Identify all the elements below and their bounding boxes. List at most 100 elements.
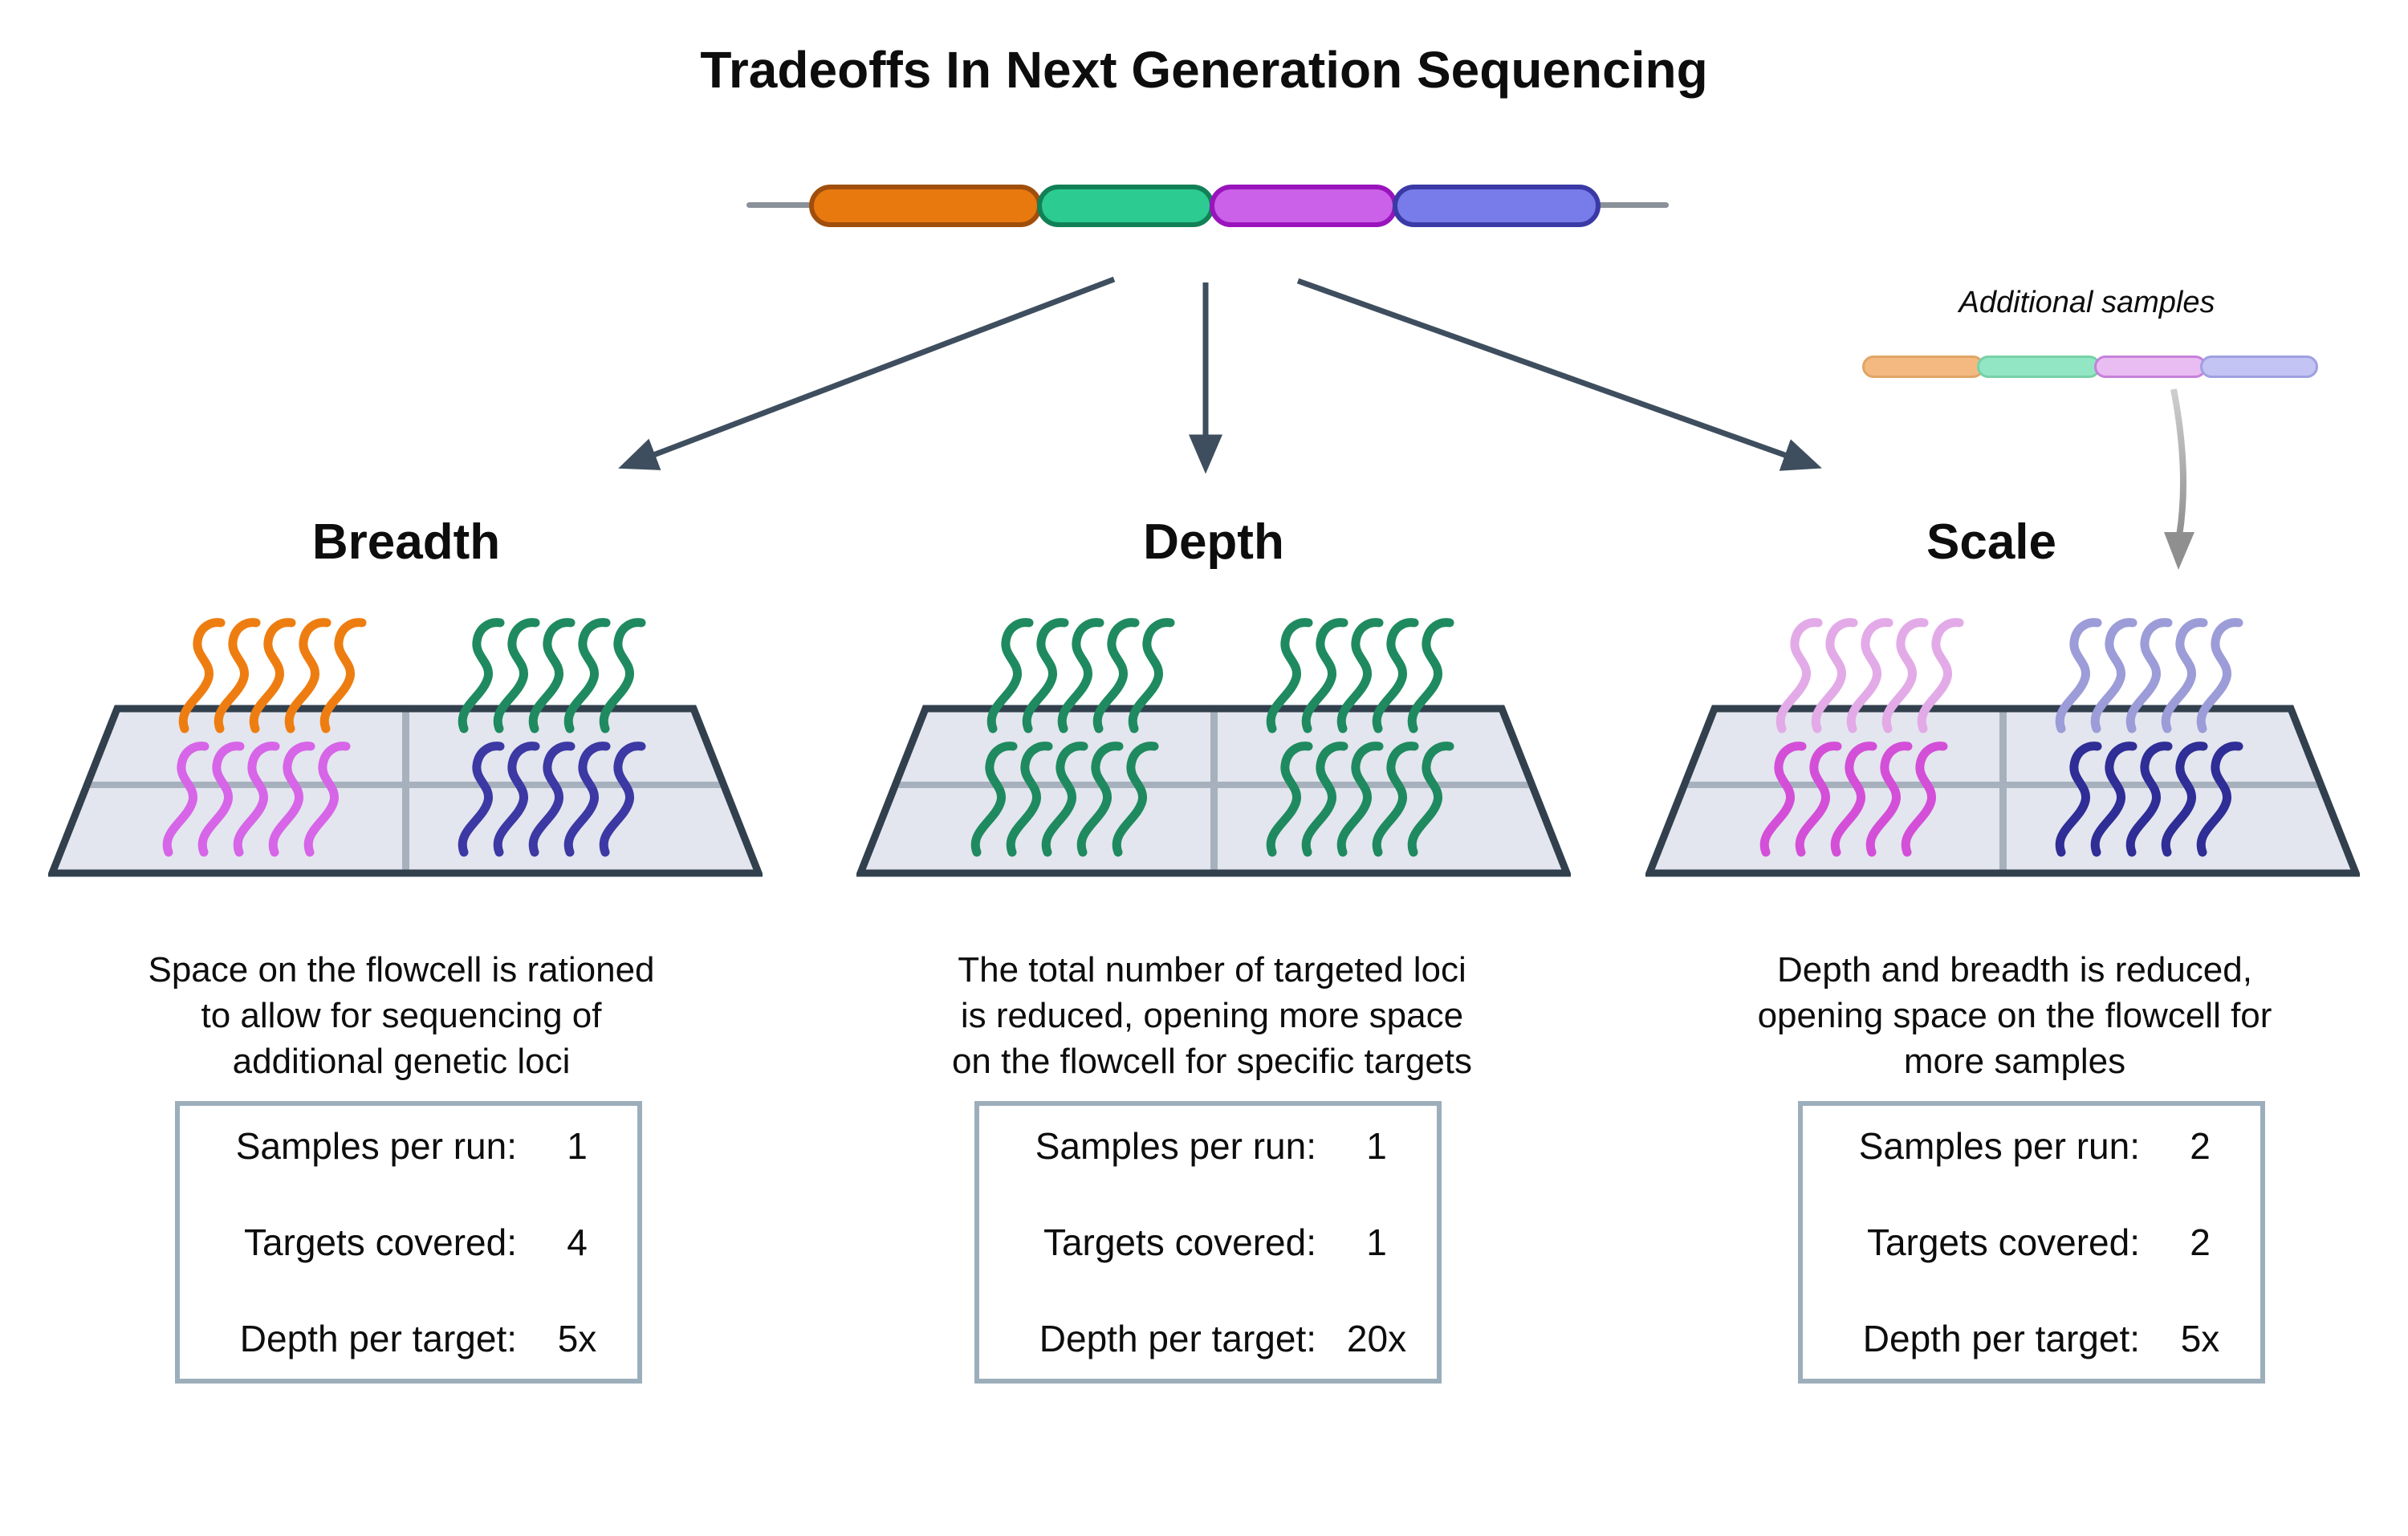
description-line: Depth and breadth is reduced, bbox=[1777, 950, 2252, 989]
dna-strand-icon bbox=[1830, 742, 1877, 857]
dna-strand-icon bbox=[1917, 618, 1964, 733]
dna-strand-icon bbox=[1266, 742, 1313, 857]
dna-strand-icon bbox=[563, 742, 611, 857]
dna-strand-icon bbox=[1057, 618, 1104, 733]
stat-label: Depth per target: bbox=[1039, 1318, 1316, 1359]
stat-row: Samples per run: 2 bbox=[1803, 1124, 2260, 1168]
dna-strand-icon bbox=[493, 742, 540, 857]
stat-row: Samples per run: 1 bbox=[180, 1124, 637, 1168]
additional-samples-label: Additional samples bbox=[1959, 286, 2215, 319]
stat-row: Targets covered: 2 bbox=[1803, 1221, 2260, 1264]
stat-row: Depth per target: 5x bbox=[1803, 1317, 2260, 1360]
sample2-segment-pink-icon bbox=[2094, 356, 2207, 378]
dna-strand-icon bbox=[1407, 618, 1454, 733]
dna-strand-icon bbox=[2090, 742, 2138, 857]
strand-group-breadth-bottom-left bbox=[161, 738, 353, 857]
strand-group-depth-top-left bbox=[985, 615, 1178, 733]
strand-group-breadth-bottom-right bbox=[456, 738, 649, 857]
sample2-segment-periwinkle-icon bbox=[2200, 356, 2318, 378]
dna-strand-icon bbox=[563, 618, 611, 733]
stat-row: Targets covered: 4 bbox=[180, 1221, 637, 1264]
strand-group-depth-bottom-right bbox=[1264, 738, 1457, 857]
strand-group-depth-top-right bbox=[1264, 615, 1457, 733]
stat-label: Targets covered: bbox=[1043, 1221, 1316, 1263]
dna-strand-icon bbox=[2090, 618, 2138, 733]
dna-strand-icon bbox=[1775, 618, 1823, 733]
dna-strand-icon bbox=[2125, 618, 2173, 733]
dna-strand-icon bbox=[249, 618, 296, 733]
dna-strand-icon bbox=[2161, 618, 2208, 733]
genome-segment-orange-icon bbox=[809, 185, 1042, 227]
stat-label: Samples per run: bbox=[1858, 1125, 2140, 1167]
stat-value: 2 bbox=[2190, 1221, 2211, 1263]
dna-strand-icon bbox=[303, 742, 351, 857]
dna-strand-icon bbox=[233, 742, 280, 857]
dna-strand-icon bbox=[1301, 742, 1348, 857]
section-title-scale: Scale bbox=[1926, 514, 2057, 570]
arrow-to-scale-icon bbox=[1296, 278, 1822, 471]
stat-value: 4 bbox=[567, 1221, 588, 1263]
dna-strand-icon bbox=[2125, 742, 2173, 857]
strand-group-scale-bottom-left bbox=[1758, 738, 1950, 857]
stats-box-scale: Samples per run: 2 Targets covered: 2 De… bbox=[1798, 1101, 2265, 1384]
dna-strand-icon bbox=[1112, 742, 1159, 857]
flowcell-lane-divider-v bbox=[402, 711, 409, 870]
dna-strand-icon bbox=[268, 742, 315, 857]
dna-strand-icon bbox=[2161, 742, 2208, 857]
stat-value: 1 bbox=[1366, 1221, 1387, 1263]
stat-row: Depth per target: 20x bbox=[979, 1317, 1437, 1360]
description-scale: Depth and breadth is reduced, opening sp… bbox=[1678, 947, 2352, 1084]
dna-strand-icon bbox=[1336, 742, 1384, 857]
dna-strand-icon bbox=[458, 742, 505, 857]
dna-strand-icon bbox=[1811, 618, 1858, 733]
sample2-segment-green-icon bbox=[1977, 356, 2101, 378]
strand-group-scale-bottom-right bbox=[2053, 738, 2246, 857]
dna-strand-icon bbox=[1076, 742, 1124, 857]
dna-strand-icon bbox=[1372, 742, 1419, 857]
description-line: more samples bbox=[1903, 1042, 2126, 1081]
additional-samples-arrow-icon bbox=[2164, 388, 2194, 570]
stats-box-depth: Samples per run: 1 Targets covered: 1 De… bbox=[974, 1101, 1442, 1384]
dna-strand-icon bbox=[970, 742, 1018, 857]
dna-strand-icon bbox=[1372, 618, 1419, 733]
dna-strand-icon bbox=[528, 742, 576, 857]
flowcell-breadth bbox=[48, 705, 763, 877]
dna-strand-icon bbox=[599, 742, 646, 857]
dna-strand-icon bbox=[1301, 618, 1348, 733]
stat-row: Depth per target: 5x bbox=[180, 1317, 637, 1360]
dna-strand-icon bbox=[1336, 618, 1384, 733]
dna-strand-icon bbox=[2055, 742, 2102, 857]
dna-strand-icon bbox=[599, 618, 646, 733]
dna-strand-icon bbox=[458, 618, 505, 733]
dna-strand-icon bbox=[319, 618, 367, 733]
stat-label: Targets covered: bbox=[1866, 1221, 2140, 1263]
dna-strand-icon bbox=[2196, 618, 2243, 733]
dna-strand-icon bbox=[197, 742, 245, 857]
dna-strand-icon bbox=[1795, 742, 1842, 857]
stat-value: 5x bbox=[2180, 1318, 2220, 1359]
genome-segment-magenta-icon bbox=[1210, 185, 1397, 227]
dna-strand-icon bbox=[1846, 618, 1893, 733]
description-line: opening space on the flowcell for bbox=[1757, 996, 2272, 1035]
strand-group-scale-top-right bbox=[2053, 615, 2246, 733]
stat-value: 1 bbox=[567, 1125, 588, 1167]
dna-strand-icon bbox=[178, 618, 226, 733]
stat-row: Samples per run: 1 bbox=[979, 1124, 1437, 1168]
stat-label: Samples per run: bbox=[235, 1125, 517, 1167]
dna-strand-icon bbox=[162, 742, 209, 857]
stat-value: 20x bbox=[1346, 1318, 1407, 1359]
description-depth: The total number of targeted loci is red… bbox=[875, 947, 1549, 1084]
genome-segment-green-icon bbox=[1037, 185, 1214, 227]
dna-strand-icon bbox=[284, 618, 332, 733]
stat-value: 1 bbox=[1366, 1125, 1387, 1167]
sample2-segment-orange-icon bbox=[1862, 356, 1984, 378]
flowcell-depth bbox=[856, 705, 1571, 877]
dna-strand-icon bbox=[493, 618, 540, 733]
dna-strand-icon bbox=[1865, 742, 1913, 857]
flowcell-lane-divider-v bbox=[1210, 711, 1218, 870]
stat-value: 5x bbox=[557, 1318, 597, 1359]
dna-strand-icon bbox=[1006, 742, 1053, 857]
description-line: is reduced, opening more space bbox=[960, 996, 1464, 1035]
description-line: additional genetic loci bbox=[232, 1042, 571, 1081]
